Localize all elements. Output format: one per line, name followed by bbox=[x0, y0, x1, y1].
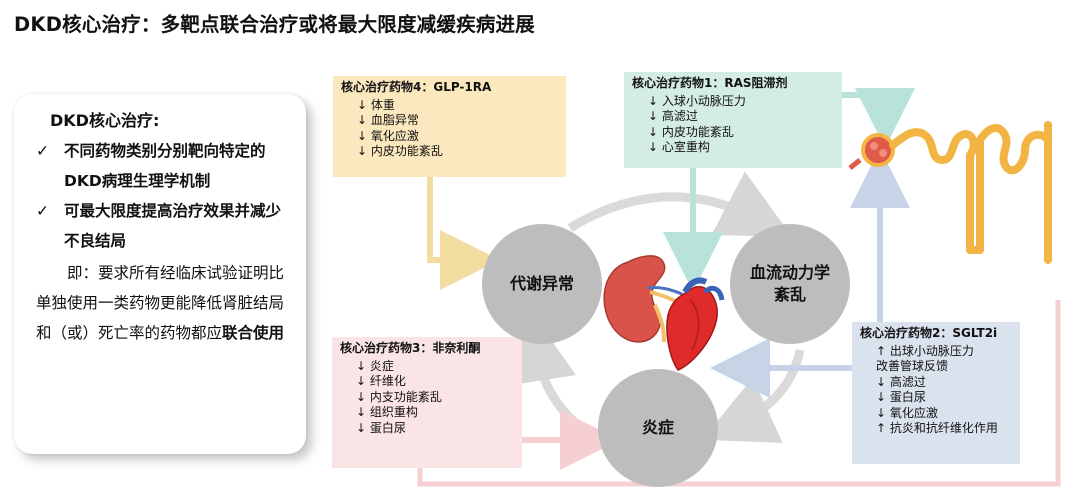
drug1-item: ↓ 高滤过 bbox=[648, 109, 698, 123]
glomerulus-illustration bbox=[848, 133, 895, 170]
drug4-item: ↓ 氧化应激 bbox=[357, 128, 419, 143]
cycle-arrow-left bbox=[504, 309, 603, 444]
drug4-item: ↓ 血脂异常 bbox=[357, 113, 419, 127]
drug1-box: 核心治疗药物1：RAS阻滞剂 ↓ 入球小动脉压力 ↓ 高滤过 ↓ 内皮功能紊乱 … bbox=[624, 72, 842, 168]
summary-note-emphasis: 联合使用 bbox=[222, 324, 285, 342]
drug2-item: ↑ 抗炎和抗纤维化作用 bbox=[876, 421, 998, 435]
check-icon: ✓ bbox=[36, 202, 49, 220]
drug3-item: ↓ 蛋白尿 bbox=[356, 420, 406, 435]
inflammation-label: 炎症 bbox=[641, 418, 674, 437]
summary-note-main: 即：要求所有经临床试验证明比单独使用一类药物更能降低肾脏结局和（或）死亡率的药物… bbox=[36, 264, 285, 342]
drug1-item: ↓ 内皮功能紊乱 bbox=[648, 124, 734, 139]
hemodynamic-label-line2: 紊乱 bbox=[773, 285, 806, 304]
drug3-title: 核心治疗药物3：非奈利酮 bbox=[340, 341, 481, 355]
drug4-box: 核心治疗药物4：GLP-1RA ↓ 体重 ↓ 血脂异常 ↓ 氧化应激 ↓ 内皮功… bbox=[333, 76, 566, 177]
drug2-item: ↑ 出球小动脉压力 bbox=[876, 343, 974, 358]
hemodynamic-label: 血流动力学 紊乱 bbox=[750, 262, 830, 306]
summary-bullet: ✓ 可最大限度提高治疗效果并减少不良结局 bbox=[36, 196, 296, 256]
page-title: DKD核心治疗：多靶点联合治疗或将最大限度减缓疾病进展 bbox=[14, 13, 535, 36]
drug3-item: ↓ 组织重构 bbox=[356, 405, 418, 419]
summary-bullet-text: 不同药物类别分别靶向特定的DKD病理生理学机制 bbox=[64, 142, 266, 190]
check-icon: ✓ bbox=[36, 142, 49, 160]
connector-drug4 bbox=[427, 177, 500, 290]
drug2-item: ↓ 氧化应激 bbox=[876, 405, 938, 420]
drug2-box: 核心治疗药物2：SGLT2i ↑ 出球小动脉压力 改善管球反馈 ↓ 高滤过 ↓ … bbox=[852, 322, 1020, 464]
nephron-tubule-illustration bbox=[889, 121, 1052, 264]
drug1-item: ↓ 心室重构 bbox=[648, 140, 710, 154]
drug3-item: ↓ 炎症 bbox=[356, 358, 394, 373]
drug3-box: 核心治疗药物3：非奈利酮 ↓ 炎症 ↓ 纤维化 ↓ 内支功能紊乱 ↓ 组织重构 … bbox=[332, 337, 522, 468]
drug2-item: ↓ 蛋白尿 bbox=[876, 390, 926, 404]
hemodynamic-label-line1: 血流动力学 bbox=[749, 263, 830, 282]
summary-bullet-text: 可最大限度提高治疗效果并减少不良结局 bbox=[64, 202, 282, 250]
summary-note-text: 即：要求所有经临床试验证明比单独使用一类药物更能降低肾脏结局和（或）死亡率的药物… bbox=[36, 258, 296, 348]
summary-heading: DKD核心治疗: bbox=[50, 111, 160, 130]
drug1-title: 核心治疗药物1：RAS阻滞剂 bbox=[632, 76, 788, 90]
drug4-item: ↓ 内皮功能紊乱 bbox=[357, 144, 443, 158]
cycle-arrow-right bbox=[702, 349, 805, 443]
summary-bullet: ✓ 不同药物类别分别靶向特定的DKD病理生理学机制 bbox=[36, 136, 296, 196]
hemodynamic-circle: 血流动力学 紊乱 bbox=[730, 224, 850, 344]
connector-drug1-nephron bbox=[842, 88, 915, 148]
drug2-item: ↓ 高滤过 bbox=[876, 374, 926, 389]
connector-drug3-loop bbox=[417, 300, 1061, 487]
summary-note: 即：要求所有经临床试验证明比单独使用一类药物更能降低肾脏结局和（或）死亡率的药物… bbox=[36, 258, 296, 348]
drug2-item: 改善管球反馈 bbox=[876, 359, 949, 373]
drug1-item: ↓ 入球小动脉压力 bbox=[648, 93, 746, 108]
metabolic-circle: 代谢异常 bbox=[482, 224, 602, 344]
drug4-title: 核心治疗药物4：GLP-1RA bbox=[341, 80, 492, 94]
metabolic-label: 代谢异常 bbox=[509, 274, 574, 293]
drug3-item: ↓ 内支功能紊乱 bbox=[356, 389, 442, 404]
inflammation-circle: 炎症 bbox=[598, 369, 718, 487]
drug2-title: 核心治疗药物2：SGLT2i bbox=[860, 326, 998, 340]
drug4-item: ↓ 体重 bbox=[357, 97, 395, 112]
heart-illustration bbox=[666, 277, 725, 371]
summary-card: DKD核心治疗: ✓ 不同药物类别分别靶向特定的DKD病理生理学机制 ✓ 可最大… bbox=[14, 94, 306, 454]
drug3-item: ↓ 纤维化 bbox=[356, 374, 406, 388]
cycle-arrow-top bbox=[567, 171, 792, 237]
